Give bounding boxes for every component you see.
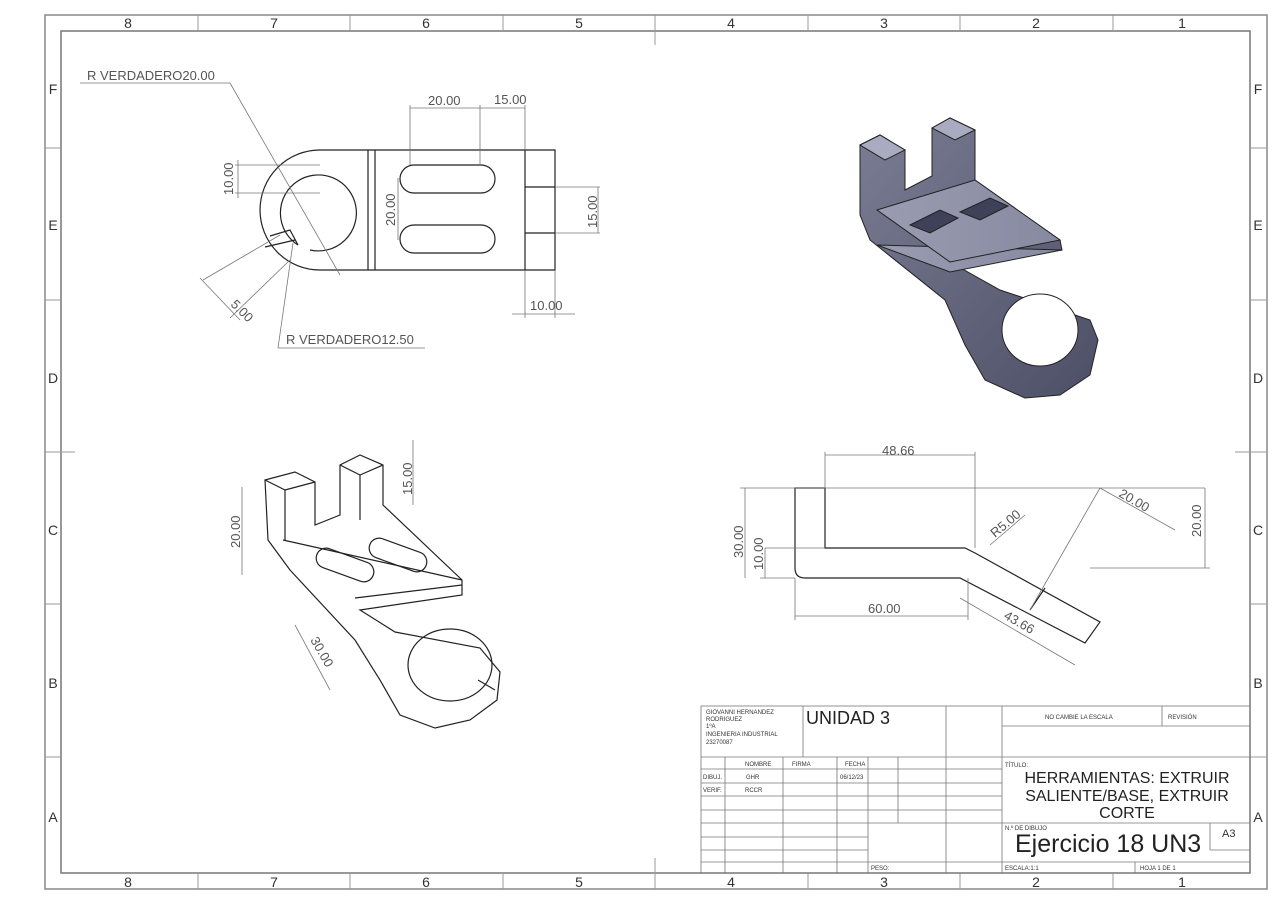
zone-row-a: A — [48, 809, 58, 825]
top-view — [259, 149, 556, 271]
zone-row-d: D — [48, 370, 58, 386]
zone-row-a-right: A — [1253, 809, 1263, 825]
dim-side-r5: R5.00 — [987, 507, 1023, 541]
zone-col-1: 1 — [1178, 15, 1186, 31]
zone-row-c: C — [48, 522, 58, 538]
author-line-2: RODRIGUEZ — [706, 717, 742, 723]
dim-top-20: 20.00 — [428, 93, 461, 108]
zone-col-4: 4 — [727, 15, 735, 31]
escala-label: ESCALA:1:1 — [1005, 866, 1039, 872]
sheet-size: A3 — [1222, 828, 1235, 840]
title-line-2: SALIENTE/BASE, EXTRUIR — [1025, 788, 1229, 805]
title-line-1: HERRAMIENTAS: EXTRUIR — [1024, 770, 1229, 787]
title-block-text: GIOVANNI HERNANDEZ RODRIGUEZ 1ºA INGENIE… — [703, 708, 1235, 872]
row-dibuj: DIBUJ. — [703, 775, 722, 781]
dim-side-60: 60.00 — [868, 601, 901, 616]
dim-iso-15: 15.00 — [400, 462, 415, 495]
zone-row-e: E — [48, 217, 57, 233]
wire-iso-labels: 15.00 20.00 30.00 — [228, 462, 415, 669]
dim-right-15: 15.00 — [585, 195, 600, 228]
zone-row-b-right: B — [1253, 675, 1262, 691]
dim-r-inner: R VERDADERO12.50 — [286, 332, 414, 347]
zone-row-e-right: E — [1253, 217, 1262, 233]
zone-row-d-right: D — [1253, 370, 1263, 386]
author-line-3: 1ºA — [706, 723, 716, 730]
shaded-iso-view — [858, 117, 1099, 399]
side-view-dimensions — [740, 452, 1210, 666]
zone-row-b: B — [48, 675, 57, 691]
dim-side-4866: 48.66 — [882, 443, 915, 458]
author-line-5: 23270087 — [706, 740, 733, 746]
sheet-border — [44, 14, 1268, 890]
dim-iso-30: 30.00 — [307, 634, 336, 670]
zone-col-8-bottom: 8 — [124, 874, 132, 890]
author-line-4: INGENIERIA INDUSTRIAL — [706, 732, 778, 738]
col-firma: FIRMA — [792, 762, 811, 768]
no-scale-label: NO CAMBIE LA ESCALA — [1045, 715, 1113, 721]
zone-row-c-right: C — [1253, 522, 1263, 538]
row-verif: VERIF. — [703, 788, 722, 794]
zone-col-7-bottom: 7 — [270, 874, 278, 890]
dim-left-10: 10.00 — [221, 162, 236, 195]
zone-row-f-right: F — [1254, 81, 1263, 97]
unit-label: UNIDAD 3 — [806, 708, 890, 728]
zone-col-1-bottom: 1 — [1178, 874, 1186, 890]
dim-gap-5: 5.00 — [228, 297, 257, 326]
hoja-label: HOJA 1 DE 1 — [1140, 866, 1176, 872]
dim-side-20b: 20.00 — [1189, 504, 1204, 537]
wire-iso-dimensions — [241, 440, 414, 691]
zone-col-3: 3 — [880, 15, 888, 31]
drawing-no-label: N.º DE DIBUJO — [1005, 825, 1047, 832]
verif-name: RCCR — [745, 788, 763, 794]
author-line-1: GIOVANNI HERNANDEZ — [706, 710, 774, 716]
title-line-3: CORTE — [1099, 805, 1155, 822]
zone-col-6: 6 — [422, 15, 430, 31]
zone-col-7: 7 — [270, 15, 278, 31]
peso-label: PESO: — [871, 866, 890, 872]
dim-iso-20: 20.00 — [228, 515, 243, 548]
side-view-labels: 48.66 R5.00 20.00 20.00 30.00 10.00 60.0… — [731, 443, 1204, 637]
zone-col-6-bottom: 6 — [422, 874, 430, 890]
dim-side-20a: 20.00 — [1117, 486, 1153, 515]
dim-side-10: 10.00 — [751, 537, 766, 570]
top-view-labels: R VERDADERO20.00 20.00 15.00 10.00 20.00… — [87, 68, 600, 347]
titulo-label: TÍTULO: — [1005, 762, 1028, 769]
dim-top-15: 15.00 — [494, 92, 527, 107]
zone-col-3-bottom: 3 — [880, 874, 888, 890]
zone-col-4-bottom: 4 — [727, 874, 735, 890]
zone-col-8: 8 — [124, 15, 132, 31]
dim-r-outer: R VERDADERO20.00 — [87, 68, 215, 83]
col-nombre: NOMBRE — [745, 762, 771, 768]
revision-label: REVISIÓN — [1168, 714, 1197, 721]
dim-mid-20: 20.00 — [383, 193, 398, 226]
top-view-dimensions — [80, 82, 600, 349]
drawing-number: Ejercicio 18 UN3 — [1015, 830, 1201, 858]
zone-col-2: 2 — [1032, 15, 1040, 31]
side-view — [794, 487, 1101, 644]
zone-col-5-bottom: 5 — [575, 874, 583, 890]
zone-col-5: 5 — [575, 15, 583, 31]
dibuj-name: GHR — [746, 775, 760, 781]
zone-col-2-bottom: 2 — [1032, 874, 1040, 890]
dibuj-date: 06/12/23 — [840, 775, 864, 781]
zone-row-f: F — [49, 81, 58, 97]
col-fecha: FECHA — [845, 762, 865, 768]
wire-iso-view — [264, 454, 501, 729]
zone-labels: 8 7 6 5 4 3 2 1 8 7 6 5 4 3 2 1 F E D C … — [48, 15, 1263, 890]
dim-bottom-10: 10.00 — [530, 298, 563, 313]
dim-side-30: 30.00 — [731, 525, 746, 558]
title-block — [700, 705, 1251, 874]
